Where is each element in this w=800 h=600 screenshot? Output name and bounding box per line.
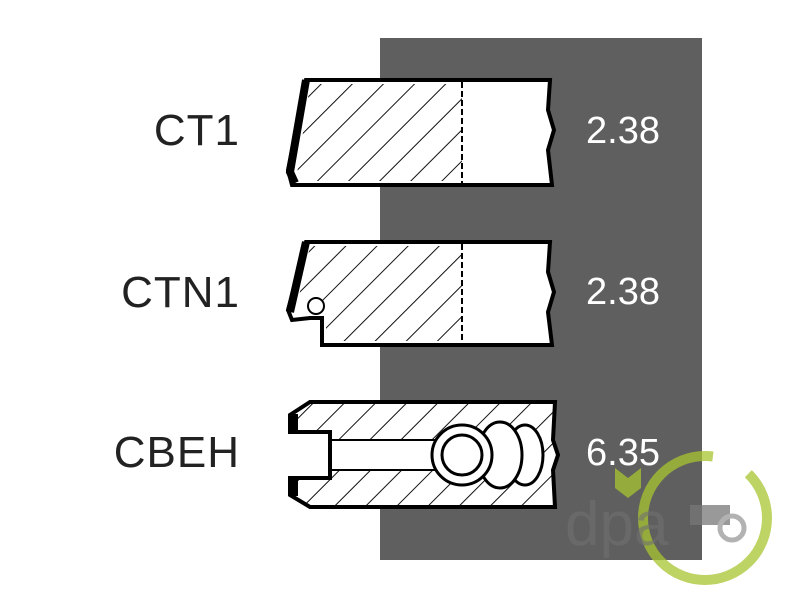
expander-spring-icon [430, 420, 545, 490]
ring-width-ctn1: 2.38 [586, 271, 660, 313]
ring-profile-ctn1 [285, 240, 557, 347]
ring-label-ctn1: CTN1 [121, 268, 240, 317]
svg-text:dpa: dpa [565, 490, 669, 559]
ring-profile-cbeh [288, 400, 561, 509]
ring-label-cbeh: CBEH [113, 428, 240, 477]
ring-profile-ct1 [285, 78, 557, 187]
ring-width-cbeh: 6.35 [586, 432, 660, 474]
dpa-watermark-logo: dpa [565, 451, 772, 585]
ring-label-ct1: CT1 [153, 106, 240, 155]
ring-width-ct1: 2.38 [586, 110, 660, 152]
